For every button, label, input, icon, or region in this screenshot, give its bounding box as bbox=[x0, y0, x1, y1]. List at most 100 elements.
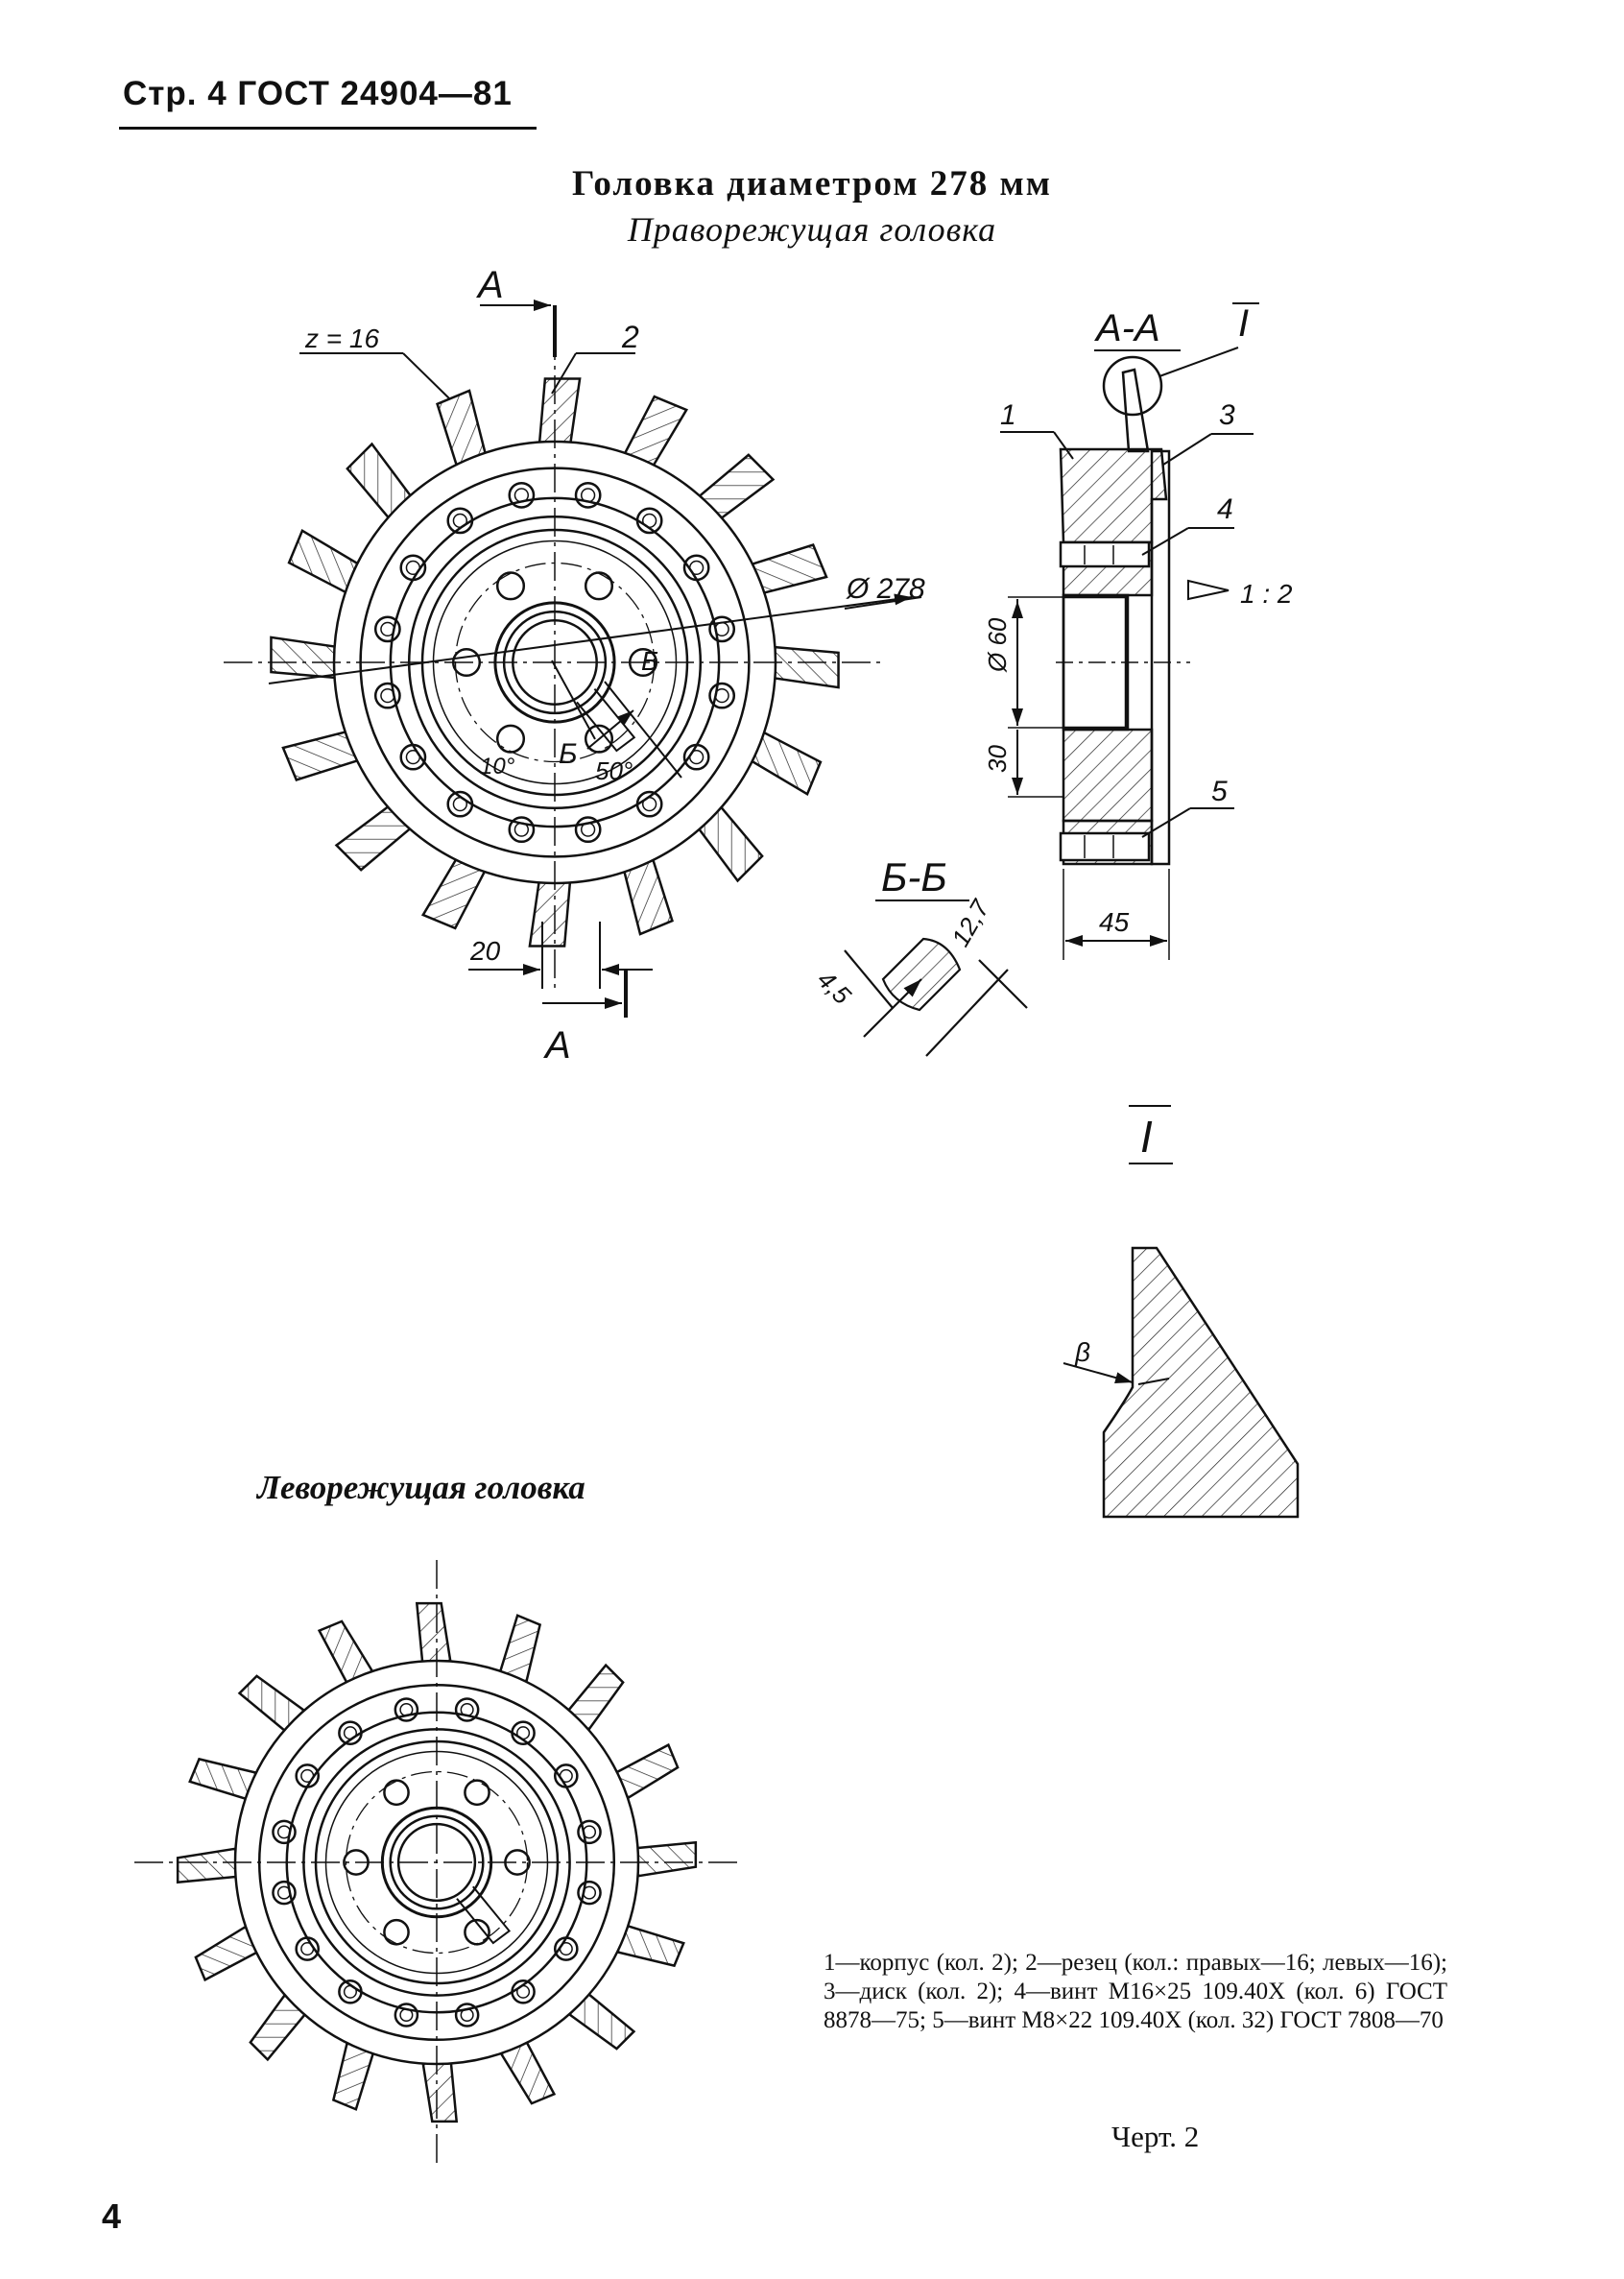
callout-4: 4 bbox=[1217, 493, 1233, 525]
callout-2: 2 bbox=[621, 320, 639, 354]
cutter-tooth bbox=[415, 1601, 453, 1666]
top-head-annotations bbox=[268, 300, 922, 1018]
bolt-hole bbox=[338, 1720, 363, 1746]
section-a-a: А-А I bbox=[1000, 302, 1259, 960]
bolt-hole bbox=[708, 615, 736, 643]
key-slot bbox=[576, 687, 636, 753]
dim-60-label: Ø 60 bbox=[983, 617, 1012, 673]
cutter-tooth bbox=[528, 878, 572, 948]
page-number: 4 bbox=[102, 2196, 122, 2236]
bolt-hole-inner bbox=[380, 621, 395, 637]
bolt-hole-inner bbox=[582, 1825, 597, 1839]
bolt-hole-inner bbox=[688, 560, 705, 576]
tooth-body bbox=[415, 1601, 453, 1666]
section-a-letter-top: А bbox=[476, 264, 504, 306]
section-aa-title: А-А bbox=[1094, 307, 1160, 349]
dim-127-label: 12,7 bbox=[945, 894, 995, 951]
bolt-hole bbox=[272, 1819, 297, 1845]
bolt-hole bbox=[508, 816, 536, 844]
callout-5: 5 bbox=[1211, 776, 1228, 807]
bolt-hole-inner bbox=[460, 1702, 474, 1717]
tooth-body bbox=[270, 636, 339, 680]
bolt-hole bbox=[511, 1979, 536, 2004]
bolt-hole-inner bbox=[513, 488, 530, 503]
mounting-screw-hole bbox=[495, 571, 526, 601]
bolt-hole-inner bbox=[516, 1726, 531, 1740]
bolt-hole bbox=[446, 507, 474, 535]
tooth-body bbox=[420, 2059, 459, 2123]
bolt-hole-inner bbox=[460, 2007, 474, 2023]
cutter-tooth bbox=[420, 2059, 459, 2123]
dim-45-label: 45 bbox=[1099, 907, 1130, 937]
diameter-label: Ø 278 bbox=[846, 573, 925, 605]
bolt-hole bbox=[511, 1720, 536, 1746]
dim-20-label: 20 bbox=[469, 936, 501, 966]
mounting-screw-hole bbox=[584, 724, 614, 754]
bolt-hole-inner bbox=[399, 2007, 414, 2023]
bolt-hole-inner bbox=[405, 560, 421, 576]
cutter-tooth bbox=[270, 636, 339, 680]
bolt-hole bbox=[553, 1763, 579, 1788]
section-b-label-1: Б bbox=[559, 738, 578, 770]
bolt-hole-inner bbox=[516, 1984, 531, 1999]
bolt-hole-inner bbox=[580, 822, 596, 837]
drawing-title: Головка диаметром 278 мм bbox=[572, 164, 1052, 204]
bolt-hole bbox=[574, 816, 602, 844]
angle-10-label: 10° bbox=[480, 754, 515, 780]
bolt-hole bbox=[454, 2003, 480, 2027]
cutter-tooth bbox=[176, 1846, 240, 1884]
taper-label: 1 : 2 bbox=[1240, 579, 1293, 609]
bolt-hole bbox=[682, 554, 710, 582]
bolt-hole bbox=[399, 554, 427, 582]
figure-caption: Черт. 2 bbox=[1111, 2120, 1200, 2153]
tooth-body bbox=[537, 377, 582, 446]
bolt-hole bbox=[574, 481, 602, 509]
bolt-hole-inner bbox=[399, 1702, 414, 1717]
page-header: Стр. 4 ГОСТ 24904—81 bbox=[123, 75, 513, 112]
tooth-body bbox=[633, 1840, 698, 1879]
top-head-labels: А z = 16 2 Ø 278 10° 50° Б Б 20 А bbox=[304, 264, 925, 1067]
bolt-hole bbox=[708, 682, 736, 709]
callout-3: 3 bbox=[1219, 399, 1235, 431]
right-head-subtitle: Праворежущая головка bbox=[627, 210, 997, 249]
bolt-hole bbox=[295, 1936, 321, 1961]
section-a-letter-bottom: А bbox=[543, 1024, 571, 1067]
cutter-tooth bbox=[633, 1840, 698, 1879]
mounting-screw-hole bbox=[383, 1918, 410, 1946]
mounting-screw-hole bbox=[584, 571, 614, 601]
bolt-hole bbox=[394, 1697, 419, 1722]
bolt-hole-inner bbox=[559, 1768, 573, 1783]
cutter-tooth bbox=[537, 377, 582, 446]
left-cutting-head-view bbox=[134, 1560, 739, 2165]
section-b-b: Б-Б bbox=[844, 854, 1028, 1057]
detail-I-title: I bbox=[1140, 1112, 1153, 1162]
bolt-hole-inner bbox=[582, 1885, 597, 1900]
section-bb-title: Б-Б bbox=[881, 854, 947, 900]
bolt-hole bbox=[635, 790, 663, 818]
bolt-hole-inner bbox=[452, 796, 468, 812]
bolt-hole-inner bbox=[300, 1942, 315, 1956]
section-b-label-2: Б bbox=[641, 646, 658, 676]
bolt-hole bbox=[446, 790, 474, 818]
angle-50-label: 50° bbox=[595, 756, 633, 785]
bolt-hole-inner bbox=[641, 513, 657, 529]
bolt-hole bbox=[577, 1819, 602, 1845]
bolt-hole bbox=[399, 743, 427, 771]
bolt-hole-inner bbox=[580, 488, 596, 503]
section-aa-labels: 1 3 4 5 1 : 2 Ø 60 30 45 bbox=[983, 399, 1293, 937]
bolt-hole bbox=[682, 743, 710, 771]
bolt-hole-inner bbox=[513, 822, 530, 837]
bolt-hole-inner bbox=[641, 796, 657, 812]
mounting-screw-hole bbox=[464, 1779, 490, 1807]
key-slot bbox=[456, 1885, 512, 1945]
left-head-subtitle: Леворежущая головка bbox=[257, 1469, 585, 1506]
bolt-hole bbox=[394, 2003, 419, 2027]
tooth-body bbox=[528, 878, 572, 948]
hub-bore bbox=[396, 1822, 477, 1903]
bolt-hole bbox=[295, 1763, 321, 1788]
bolt-hole bbox=[577, 1880, 602, 1906]
bolt-hole bbox=[635, 507, 663, 535]
bolt-hole bbox=[272, 1880, 297, 1906]
detail-I: I β bbox=[1063, 1105, 1300, 1519]
